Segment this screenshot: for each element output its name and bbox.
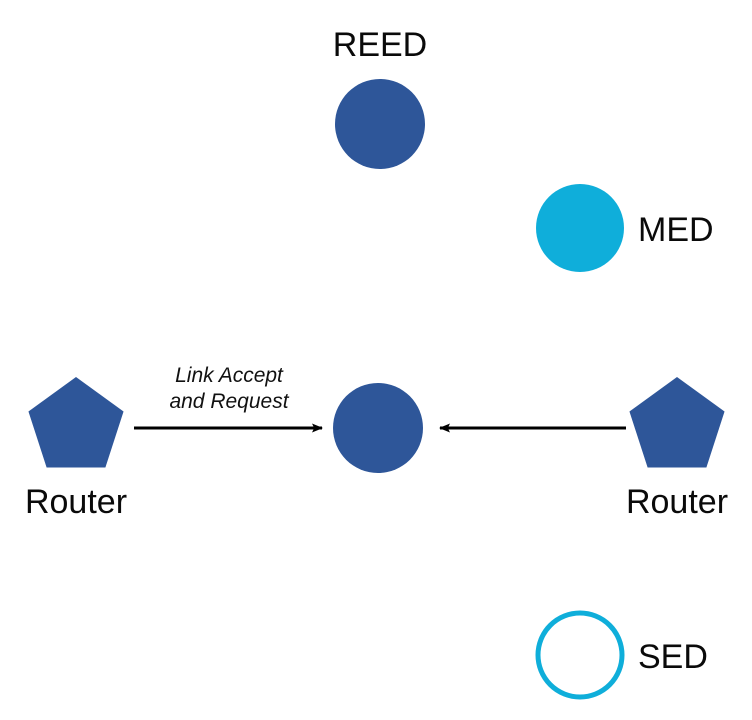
node-label-sed: SED — [638, 638, 708, 676]
circle-outline-icon-sed[interactable] — [535, 610, 625, 700]
pentagon-icon-router-left[interactable] — [28, 377, 124, 468]
node-sed[interactable]: SED — [535, 610, 708, 700]
circle-icon-leader[interactable] — [333, 383, 423, 473]
node-router-left[interactable]: Router — [25, 377, 127, 521]
pentagon-icon-router-right[interactable] — [629, 377, 725, 468]
edge-label-router-left-to-leader: Link Accept and Request — [169, 364, 289, 413]
circle-icon-reed[interactable] — [335, 79, 425, 169]
node-reed[interactable]: REED — [333, 26, 427, 169]
node-label-router-right: Router — [626, 483, 728, 521]
edge-label-line: Link Accept — [175, 364, 284, 387]
node-leader[interactable] — [333, 383, 423, 473]
node-label-med: MED — [638, 211, 714, 249]
edge-router-left-to-leader: Link Accept and Request — [134, 364, 323, 433]
edge-label-line: and Request — [169, 390, 289, 413]
node-router-right[interactable]: Router — [626, 377, 728, 521]
node-label-router-left: Router — [25, 483, 127, 521]
edges-layer: Link Accept and Request — [134, 364, 626, 433]
node-med[interactable]: MED — [536, 184, 714, 272]
circle-icon-med[interactable] — [536, 184, 624, 272]
node-label-reed: REED — [333, 26, 427, 64]
